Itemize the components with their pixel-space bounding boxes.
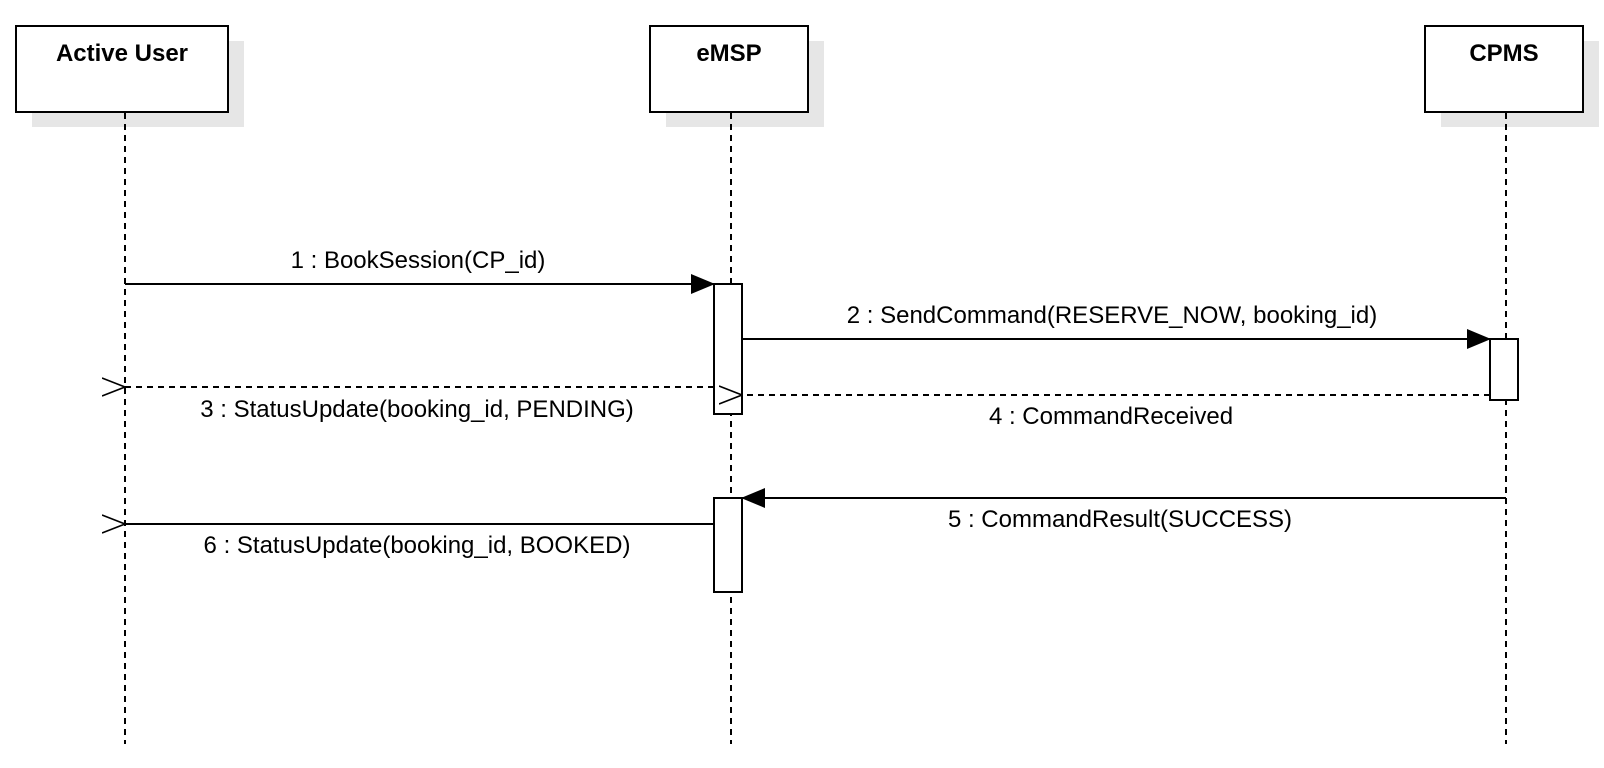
message-1-label: 1 : BookSession(CP_id) <box>291 247 546 274</box>
message-2-label: 2 : SendCommand(RESERVE_NOW, booking_id) <box>847 302 1377 329</box>
message-4-label: 4 : CommandReceived <box>989 403 1233 430</box>
actor-cpms: CPMS <box>1424 25 1584 113</box>
actor-user-name: Active User <box>56 40 188 67</box>
activation-emsp-2 <box>713 497 743 593</box>
actor-emsp: eMSP <box>649 25 809 113</box>
actor-user: Active User <box>15 25 229 113</box>
activation-emsp-1 <box>713 283 743 415</box>
message-5-label: 5 : CommandResult(SUCCESS) <box>948 506 1292 533</box>
actor-cpms-name: CPMS <box>1469 40 1538 67</box>
message-3-label: 3 : StatusUpdate(booking_id, PENDING) <box>200 396 634 423</box>
activation-cpms-1 <box>1489 338 1519 401</box>
actor-emsp-name: eMSP <box>696 40 761 67</box>
message-6-label: 6 : StatusUpdate(booking_id, BOOKED) <box>204 532 631 559</box>
